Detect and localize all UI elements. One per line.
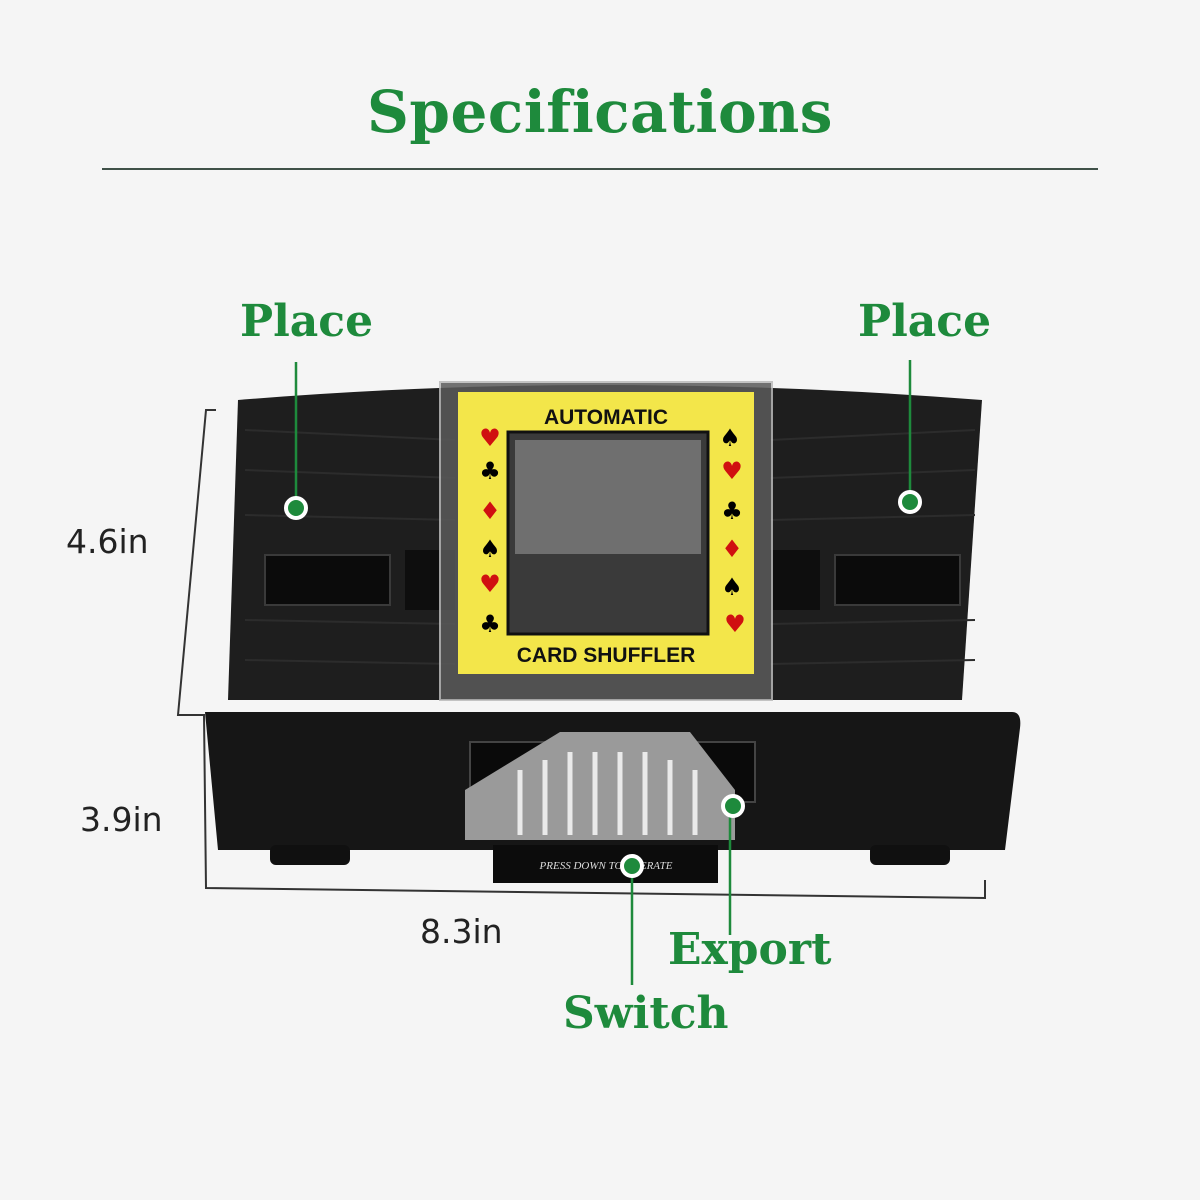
- place-left-marker: [284, 496, 308, 520]
- svg-text:♥: ♥: [479, 424, 501, 452]
- svg-text:♠: ♠: [721, 573, 743, 601]
- svg-text:♥: ♥: [721, 457, 743, 485]
- svg-text:♦: ♦: [721, 535, 743, 563]
- button-label: PRESS DOWN TO OPERATE: [539, 860, 673, 872]
- dimension-height-top: 4.6in: [66, 522, 149, 561]
- page-title: Specifications: [367, 78, 833, 146]
- callout-place-right: Place: [858, 296, 992, 347]
- svg-text:♠: ♠: [719, 424, 741, 452]
- callout-markers: [284, 490, 922, 878]
- callout-export: Export: [668, 924, 832, 975]
- callout-switch: Switch: [563, 988, 729, 1039]
- place-right-marker: [898, 490, 922, 514]
- svg-text:♠: ♠: [479, 535, 501, 563]
- dimension-lines: [176, 409, 986, 900]
- label-automatic: AUTOMATIC: [544, 406, 668, 429]
- output-tray: [465, 732, 735, 840]
- svg-text:♦: ♦: [479, 497, 501, 525]
- label-card-shuffler: CARD SHUFFLER: [517, 644, 696, 667]
- dimension-height-front: 3.9in: [80, 800, 163, 839]
- callout-place-left: Place: [240, 296, 374, 347]
- suit-column-left: ♥ ♣ ♦ ♠ ♥ ♣: [479, 424, 501, 638]
- dimension-width: 8.3in: [420, 912, 503, 951]
- svg-text:♣: ♣: [479, 457, 501, 485]
- svg-text:♣: ♣: [721, 497, 743, 525]
- window-right: [834, 554, 961, 606]
- svg-text:♣: ♣: [479, 610, 501, 638]
- export-marker: [721, 794, 745, 818]
- title-divider: [102, 168, 1098, 170]
- window-left: [264, 554, 391, 606]
- suit-column-right: ♠ ♥ ♣ ♦ ♠ ♥: [719, 424, 746, 638]
- svg-text:♥: ♥: [479, 570, 501, 598]
- svg-text:♥: ♥: [724, 610, 746, 638]
- switch-marker: [620, 854, 644, 878]
- operate-button: [493, 845, 718, 883]
